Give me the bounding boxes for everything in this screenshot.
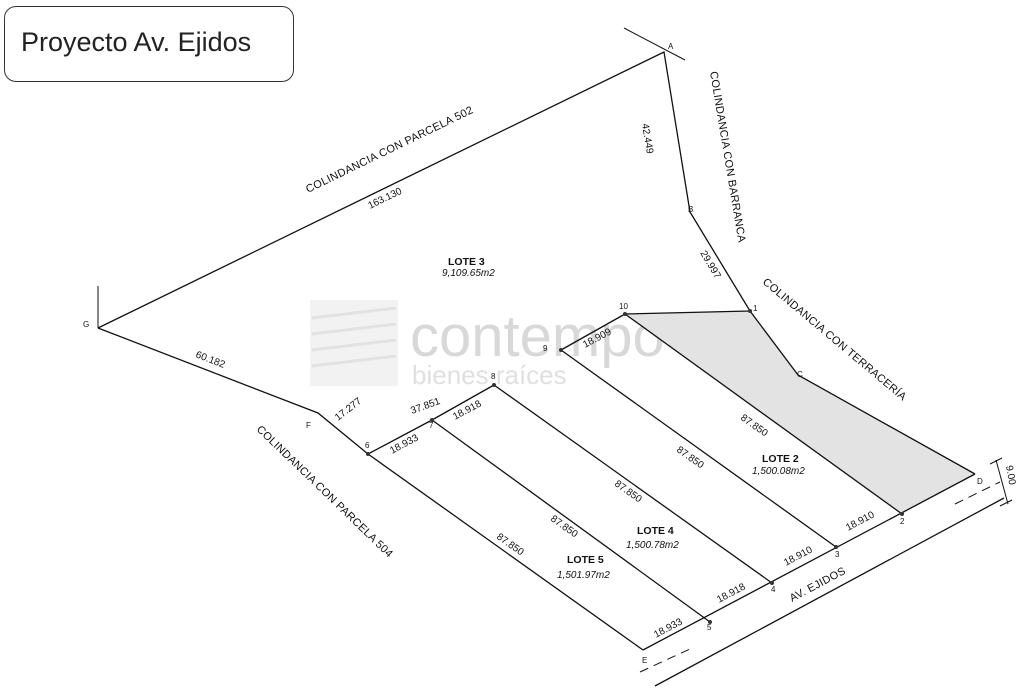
tick-a — [623, 27, 686, 61]
vertex-10 — [623, 312, 627, 316]
point-e: E — [642, 656, 647, 665]
lot-4-area: 1,500.78m2 — [626, 540, 679, 551]
lot-line-6-e — [367, 453, 644, 651]
dim-road-width: 9.00 — [1003, 465, 1017, 487]
road-width-line — [995, 459, 1009, 505]
dim-b1: 29.997 — [697, 249, 722, 281]
dim-lot4-upper: 87.850 — [612, 478, 644, 505]
label-barranca: COLINDANCIA CON BARRANCA — [707, 71, 748, 244]
vertex-8 — [492, 383, 496, 387]
vertex-5 — [708, 620, 712, 624]
vertex-7 — [430, 418, 434, 422]
label-parcela-502: COLINDANCIA CON PARCELA 502 — [304, 104, 475, 195]
lot-line-10-2 — [624, 313, 903, 515]
title-box: Proyecto Av. Ejidos — [4, 6, 294, 82]
point-9: 9 — [543, 344, 548, 353]
road-line — [654, 497, 1005, 687]
dim-gf: 60.182 — [194, 350, 227, 371]
point-5: 5 — [707, 623, 712, 632]
road-width-tick-bottom — [999, 499, 1013, 507]
dim-ga: 163.130 — [366, 186, 404, 212]
point-3: 3 — [835, 550, 840, 559]
vertex-2 — [900, 512, 904, 516]
lot-2-area: 1,500.08m2 — [752, 466, 805, 477]
dim-7-8: 37.851 — [409, 396, 442, 417]
lot-line-10-1 — [624, 310, 751, 315]
vertex-1 — [748, 309, 752, 313]
point-4: 4 — [771, 585, 776, 594]
point-f: F — [306, 421, 311, 430]
outer-boundary-north — [97, 51, 976, 475]
point-6: 6 — [365, 441, 370, 450]
point-8: 8 — [491, 372, 496, 381]
vertex-3 — [834, 545, 838, 549]
lot-line-6-7 — [367, 419, 433, 455]
vertex-9 — [559, 348, 563, 352]
label-parcela-504: COLINDANCIA CON PARCELA 504 — [254, 424, 395, 561]
point-a: A — [668, 42, 674, 51]
dim-6-7: 18.933 — [388, 432, 421, 456]
dim-lot5-left: 87.850 — [494, 531, 526, 558]
lot-line-7-5 — [431, 419, 711, 623]
lot-2-name: LOTE 2 — [762, 453, 799, 465]
lot-3-area: 9,109.65m2 — [442, 268, 495, 279]
shaded-area — [625, 311, 975, 514]
dim-3-4: 18.910 — [782, 544, 815, 568]
dim-7-8-b: 18.918 — [451, 398, 484, 422]
road-width-tick-top — [989, 457, 1003, 465]
point-d: D — [977, 477, 983, 486]
lot-5-name: LOTE 5 — [567, 554, 604, 566]
centerline-e — [639, 648, 691, 673]
vertex-6 — [366, 452, 370, 456]
dim-lot2-upper: 87.850 — [738, 412, 770, 439]
lot-3-name: LOTE 3 — [448, 256, 485, 268]
watermark-sub: bienes raíces — [412, 360, 567, 390]
watermark-logo-mark — [310, 300, 398, 386]
point-1: 1 — [753, 304, 758, 313]
lot-line-9-10 — [560, 313, 626, 351]
lot-line-7-8 — [431, 384, 495, 421]
lot-line-8-4 — [493, 384, 773, 584]
point-7: 7 — [429, 421, 434, 430]
vertex-dots — [366, 309, 904, 624]
watermark: contempo bienes raíces — [310, 300, 665, 390]
lot-5-area: 1,501.97m2 — [557, 570, 610, 581]
dim-lot2-lower: 87.850 — [674, 444, 706, 471]
point-b: B — [688, 205, 693, 214]
vertex-4 — [770, 581, 774, 585]
point-10: 10 — [619, 302, 628, 311]
lot-line-9-3 — [560, 349, 837, 548]
dim-2-3: 18.910 — [844, 509, 877, 533]
point-c: C — [797, 370, 803, 379]
dim-ab: 42.449 — [639, 123, 655, 155]
dim-4-5: 18.918 — [715, 581, 748, 605]
centerline-d — [954, 481, 1001, 505]
project-title: Proyecto Av. Ejidos — [21, 27, 252, 57]
front-line — [642, 473, 976, 651]
lot-4-name: LOTE 4 — [637, 525, 674, 537]
point-g: G — [83, 320, 89, 329]
point-2: 2 — [900, 517, 905, 526]
outer-boundary-west — [97, 327, 369, 455]
dim-lot4-lower: 87.850 — [548, 513, 580, 540]
dim-f6: 17.277 — [333, 396, 364, 424]
